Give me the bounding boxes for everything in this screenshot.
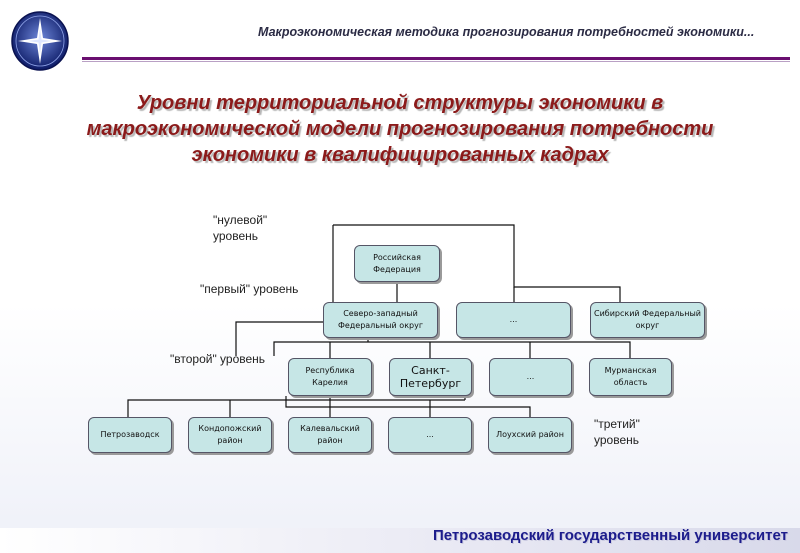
level-zero-line2: уровень bbox=[213, 229, 259, 243]
node-saint-petersburg: Санкт-Петербург bbox=[389, 358, 472, 396]
node-kondopoga: Кондопожский район bbox=[188, 417, 272, 453]
slide-title: Уровни территориальной структуры экономи… bbox=[60, 90, 740, 168]
node-petrozavodsk: Петрозаводск bbox=[88, 417, 172, 453]
footer-university: Петрозаводский государственный университ… bbox=[432, 527, 788, 544]
footer-bar bbox=[0, 528, 800, 553]
node-russian-federation: Российская Федерация bbox=[354, 245, 440, 282]
title-line-1: Уровни территориальной структуры экономи… bbox=[136, 92, 664, 114]
header-rule-thin bbox=[82, 61, 790, 62]
node-kalevala: Калевальский район bbox=[288, 417, 372, 453]
node-level3-ellipsis: ... bbox=[388, 417, 472, 453]
university-logo-icon bbox=[10, 10, 70, 72]
node-northwest-fd: Северо-западный Федеральный округ bbox=[323, 302, 438, 338]
node-murmansk: Мурманская область bbox=[589, 358, 672, 396]
title-line-2: макроэкономической модели прогнозировани… bbox=[86, 118, 714, 140]
level-zero-label: "нулевой" уровень bbox=[213, 212, 267, 244]
level-first-label: "первый" уровень bbox=[200, 282, 299, 296]
node-karelia: Республика Карелия bbox=[288, 358, 372, 396]
node-louhi: Лоухский район bbox=[488, 417, 572, 453]
header-rule bbox=[82, 57, 790, 60]
node-siberian-fd: Сибирский Федеральный округ bbox=[590, 302, 705, 338]
level-second-label: "второй" уровень bbox=[170, 352, 266, 366]
title-line-3: экономики в квалифицированных кадрах bbox=[191, 144, 609, 166]
node-level2-ellipsis: ... bbox=[489, 358, 572, 396]
level-third-line2: уровень bbox=[594, 433, 640, 447]
node-level1-ellipsis: ... bbox=[456, 302, 571, 338]
level-third-line1: "третий" bbox=[594, 417, 640, 431]
header-subtitle: Макроэкономическая методика прогнозирова… bbox=[258, 25, 755, 39]
level-third-label: "третий" уровень bbox=[594, 416, 640, 448]
level-zero-line1: "нулевой" bbox=[213, 213, 268, 227]
